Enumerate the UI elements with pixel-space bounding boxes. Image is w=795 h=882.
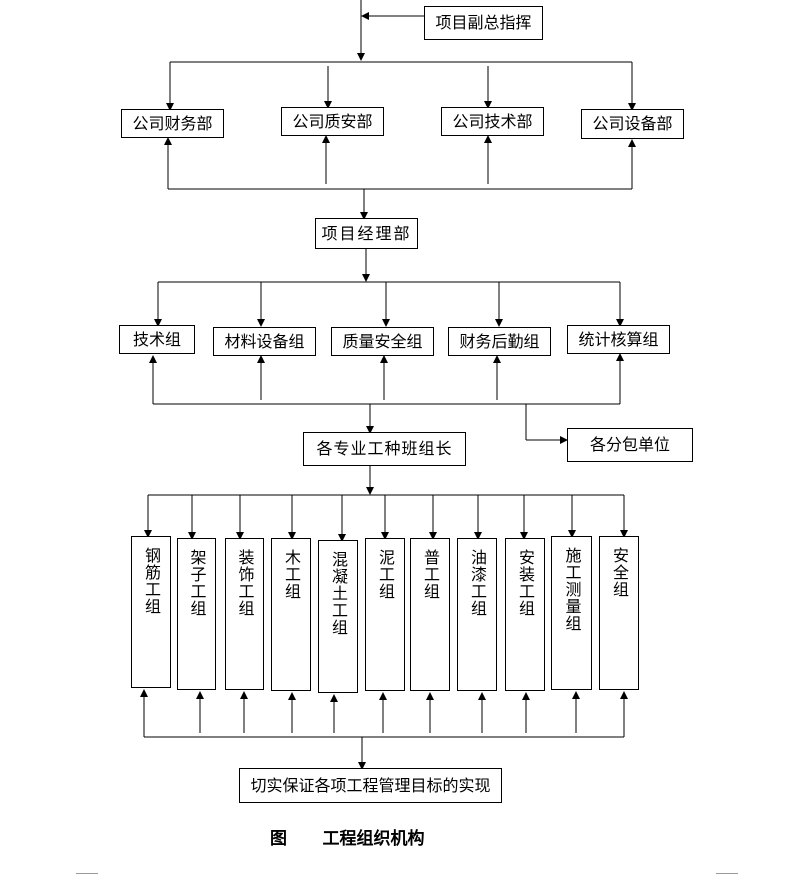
- goal-box: 切实保证各项工程管理目标的实现: [239, 768, 502, 803]
- team-safety-box: 安全组: [599, 536, 639, 690]
- team-installation-box: 安装工组: [505, 538, 545, 691]
- team-decoration-label: 装饰工组: [235, 549, 255, 617]
- dept-finance-box: 公司财务部: [121, 109, 224, 138]
- team-leaders-box: 各专业工种班组长: [303, 432, 466, 466]
- group-quality-safety-box: 质量安全组: [331, 327, 434, 356]
- dept-technology-box: 公司技术部: [441, 107, 544, 136]
- team-surveying-label: 施工测量组: [562, 547, 582, 632]
- team-decoration-box: 装饰工组: [225, 538, 264, 690]
- team-masonry-box: 泥工组: [365, 538, 405, 691]
- team-carpentry-label: 木工组: [282, 549, 301, 600]
- group-statistics-accounting-box: 统计核算组: [567, 325, 670, 354]
- team-carpentry-box: 木工组: [271, 538, 311, 691]
- team-safety-label: 安全组: [610, 547, 629, 598]
- team-masonry-label: 泥工组: [376, 549, 395, 600]
- project-manager-box: 项目经理部: [315, 218, 418, 249]
- page-corner-mark-left: [76, 873, 98, 882]
- dept-equipment-box: 公司设备部: [581, 109, 684, 139]
- dept-quality-safety-box: 公司质安部: [281, 107, 384, 136]
- team-scaffold-label: 架子工组: [187, 549, 207, 617]
- page-corner-mark-right: [716, 873, 738, 882]
- team-painting-box: 油漆工组: [457, 538, 497, 691]
- team-scaffold-box: 架子工组: [177, 538, 216, 690]
- group-technical-box: 技术组: [119, 325, 195, 354]
- team-rebar-box: 钢筋工组: [131, 536, 171, 688]
- team-installation-label: 安装工组: [516, 549, 535, 617]
- deputy-commander-box: 项目副总指挥: [424, 6, 543, 40]
- figure-caption: 图 工程组织机构: [270, 829, 425, 849]
- subcontractors-box: 各分包单位: [567, 428, 693, 462]
- group-material-equipment-box: 材料设备组: [213, 327, 316, 356]
- team-general-labor-label: 普工组: [421, 549, 440, 600]
- team-general-labor-box: 普工组: [410, 538, 450, 691]
- team-surveying-box: 施工测量组: [551, 536, 592, 690]
- team-concrete-label: 混凝土工组: [329, 551, 348, 636]
- team-rebar-label: 钢筋工组: [142, 547, 161, 615]
- team-painting-label: 油漆工组: [468, 549, 487, 617]
- team-concrete-box: 混凝土工组: [318, 540, 358, 693]
- group-finance-logistics-box: 财务后勤组: [448, 327, 551, 356]
